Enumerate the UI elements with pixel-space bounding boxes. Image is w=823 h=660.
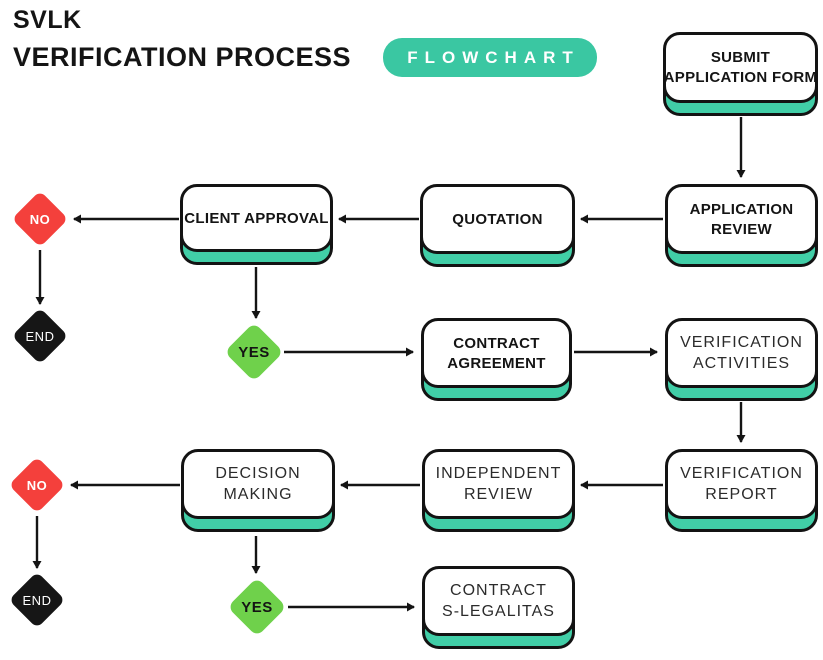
decision-yes-bottom: YES — [227, 577, 287, 637]
node-label-line: VERIFICATION — [680, 333, 803, 351]
node-label-line: ACTIVITIES — [692, 354, 791, 372]
node-label-line: S-LEGALITAS — [442, 602, 555, 620]
node-verification-report: VERIFICATION REPORT — [665, 449, 818, 532]
terminator-end-top: END — [11, 307, 69, 365]
node-label-line: APPLICATION FORM — [663, 69, 818, 86]
node-card: CLIENT APPROVAL — [180, 184, 333, 252]
decision-yes-top: YES — [224, 322, 284, 382]
node-label-line: QUOTATION — [452, 210, 543, 228]
node-label-line: REVIEW — [711, 220, 772, 238]
page-header: SVLK VERIFICATION PROCESS — [13, 6, 351, 73]
node-label-line: APPLICATION — [689, 200, 794, 218]
node-verification-activities: VERIFICATION ACTIVITIES — [665, 318, 818, 401]
node-label-line: SUBMIT — [710, 49, 771, 66]
node-label-line: REPORT — [705, 485, 778, 503]
flowchart-badge: FLOWCHART — [383, 38, 597, 77]
node-label-line: MAKING — [223, 485, 293, 503]
node-label-line: AGREEMENT — [447, 354, 546, 372]
node-card: CONTRACT AGREEMENT — [421, 318, 572, 388]
terminator-end-bottom: END — [8, 571, 66, 629]
node-card: CONTRACT S-LEGALITAS — [422, 566, 575, 636]
node-label-line: DECISION — [215, 464, 301, 482]
node-card: VERIFICATION ACTIVITIES — [665, 318, 818, 388]
node-card: INDEPENDENT REVIEW — [422, 449, 575, 519]
node-application-review: APPLICATION REVIEW — [665, 184, 818, 267]
terminator-label: END — [22, 592, 52, 608]
node-label-line: INDEPENDENT — [435, 464, 562, 482]
page-title-line1: SVLK — [13, 6, 82, 34]
terminator-label: END — [25, 328, 55, 344]
node-card: APPLICATION REVIEW — [665, 184, 818, 254]
node-client-approval: CLIENT APPROVAL — [180, 184, 333, 265]
node-card: DECISION MAKING — [181, 449, 335, 519]
node-label-line: CONTRACT — [453, 334, 540, 352]
node-independent-review: INDEPENDENT REVIEW — [422, 449, 575, 532]
node-quotation: QUOTATION — [420, 184, 575, 267]
node-card: VERIFICATION REPORT — [665, 449, 818, 519]
node-contract-s-legalitas: CONTRACT S-LEGALITAS — [422, 566, 575, 649]
page-title-line2: VERIFICATION PROCESS — [13, 41, 352, 72]
node-label-line: CONTRACT — [450, 581, 547, 599]
node-submit-application-form: SUBMIT APPLICATION FORM — [663, 32, 818, 116]
decision-label: YES — [241, 598, 273, 616]
node-card: SUBMIT APPLICATION FORM — [663, 32, 818, 103]
decision-no-bottom: NO — [8, 456, 66, 514]
decision-label: YES — [238, 343, 270, 361]
node-label-line: VERIFICATION — [680, 464, 803, 482]
node-label-line: REVIEW — [463, 485, 534, 503]
node-contract-agreement: CONTRACT AGREEMENT — [421, 318, 572, 401]
node-card: QUOTATION — [420, 184, 575, 254]
decision-label: NO — [29, 211, 51, 227]
node-label-line: CLIENT APPROVAL — [184, 209, 329, 227]
decision-label: NO — [26, 477, 48, 493]
node-decision-making: DECISION MAKING — [181, 449, 335, 532]
decision-no-top: NO — [11, 190, 69, 248]
